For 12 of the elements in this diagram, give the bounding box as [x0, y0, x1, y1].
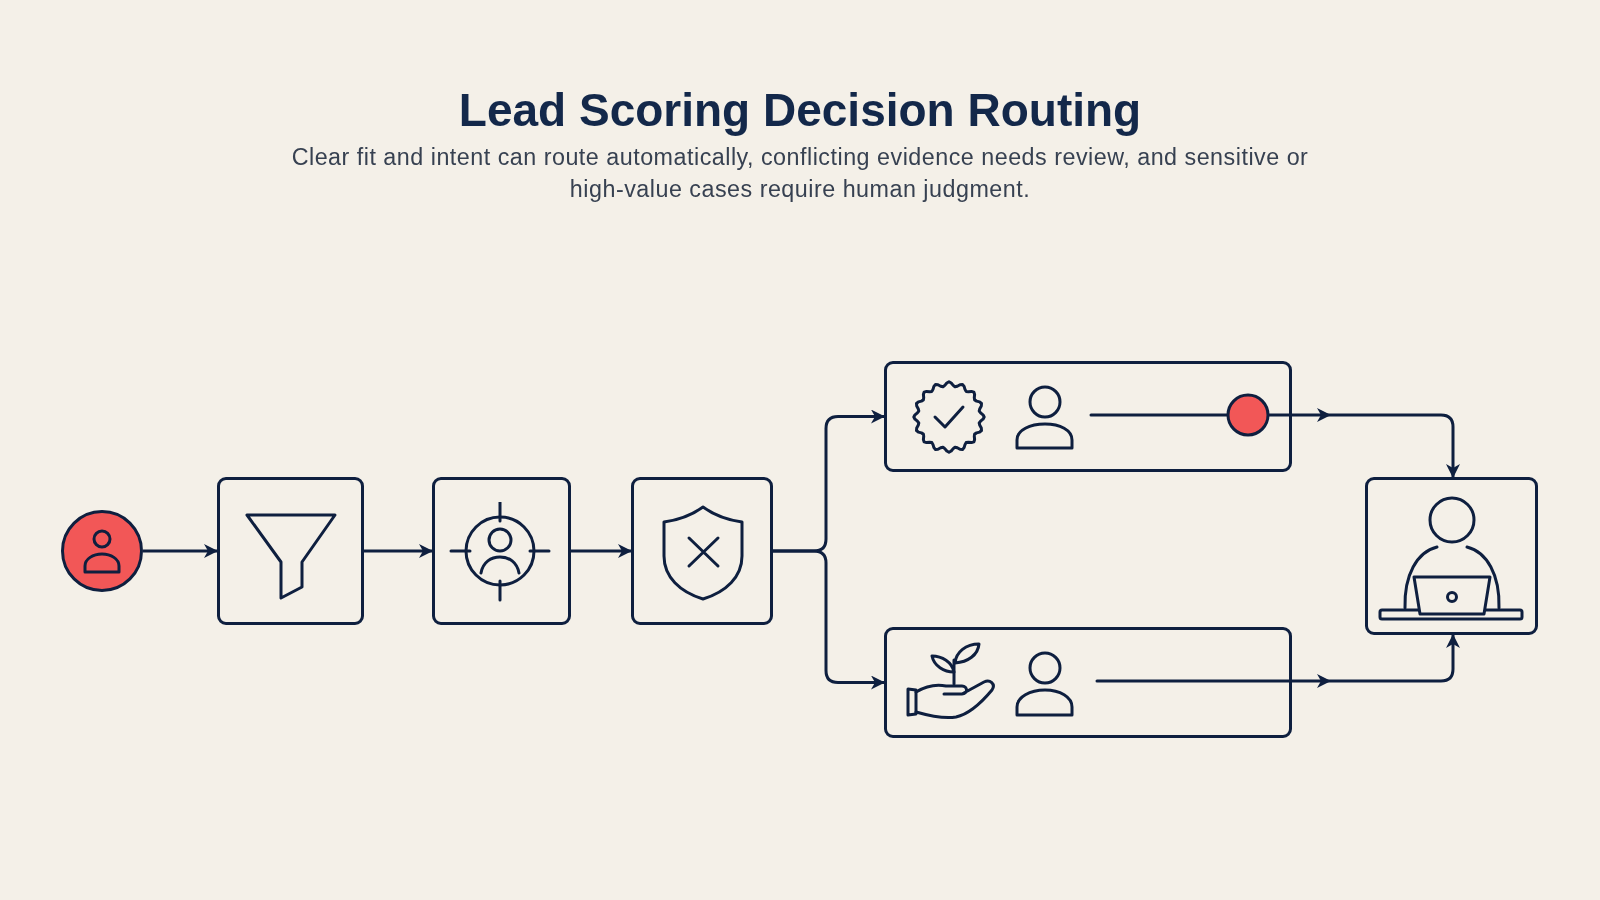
process-box — [631, 477, 773, 625]
arrow — [364, 544, 433, 558]
subtitle-text: Clear fit and intent can route automatically, conflicting evidence needs review, and sensitive or high-value cases require human judgment. — [290, 143, 1310, 204]
arrow — [143, 544, 218, 558]
process-box — [217, 477, 364, 625]
arrow — [571, 544, 632, 558]
diagram-title: Lead Scoring Decision Routing — [458, 84, 1142, 137]
process-box — [432, 477, 571, 625]
process-box — [1365, 477, 1538, 635]
route-box — [884, 627, 1292, 738]
route-box — [884, 361, 1292, 472]
arrow — [773, 549, 885, 690]
